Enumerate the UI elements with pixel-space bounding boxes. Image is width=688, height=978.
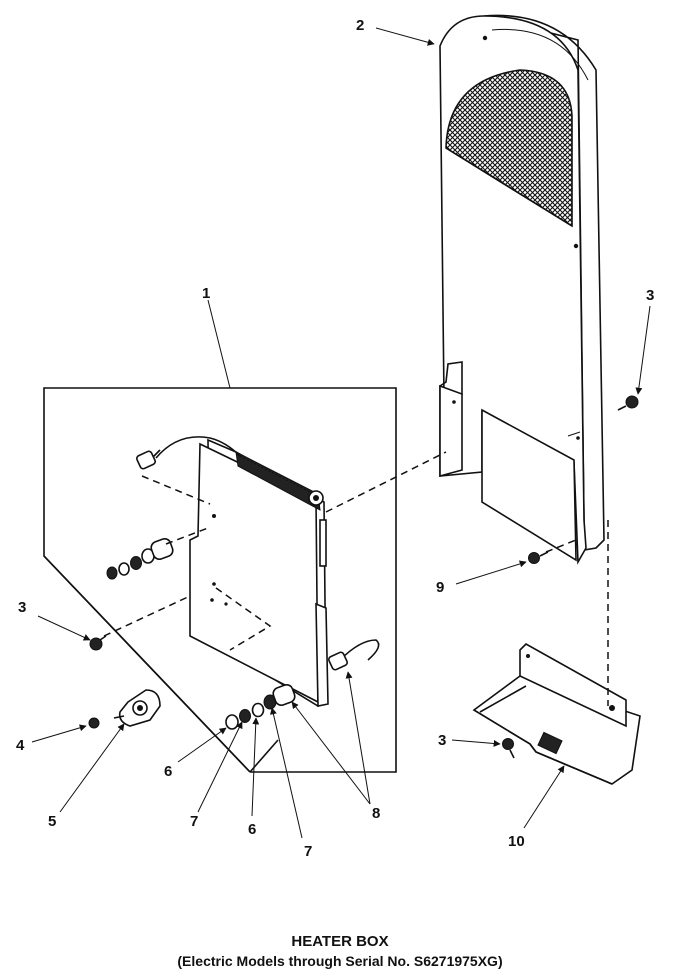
insulator-washer-stack-bottom <box>225 684 296 730</box>
callout-3-bracket: 3 <box>438 732 446 749</box>
thermostat <box>113 689 161 727</box>
callout-10: 10 <box>508 833 525 850</box>
callout-2: 2 <box>356 17 364 34</box>
screw-9 <box>528 551 549 564</box>
screw-duct-right <box>617 395 639 411</box>
screw-bracket <box>502 738 515 759</box>
callout-7-right: 7 <box>304 843 312 860</box>
heater-element-box <box>135 436 380 707</box>
caption-subtitle: (Electric Models through Serial No. S627… <box>177 953 502 969</box>
callout-6-left: 6 <box>164 763 172 780</box>
heater-assembly-frame <box>43 387 397 773</box>
assembly-dashed-lines <box>103 451 609 706</box>
leader-lines <box>31 27 651 839</box>
callout-3-left: 3 <box>18 599 26 616</box>
callout-8: 8 <box>372 805 380 822</box>
heater-duct-cover <box>439 14 605 565</box>
screw-thermostat <box>88 717 100 729</box>
callout-4: 4 <box>16 737 25 754</box>
callout-3-duct: 3 <box>646 287 654 304</box>
callout-5: 5 <box>48 813 56 830</box>
callout-1: 1 <box>202 285 210 302</box>
screw-left <box>89 635 107 651</box>
callout-6-right: 6 <box>248 821 256 838</box>
insulator-washer-stack-left <box>106 538 174 580</box>
heater-mount-bracket <box>472 643 641 785</box>
callout-9: 9 <box>436 579 444 596</box>
caption-title: HEATER BOX <box>291 933 388 950</box>
callout-7-left: 7 <box>190 813 198 830</box>
